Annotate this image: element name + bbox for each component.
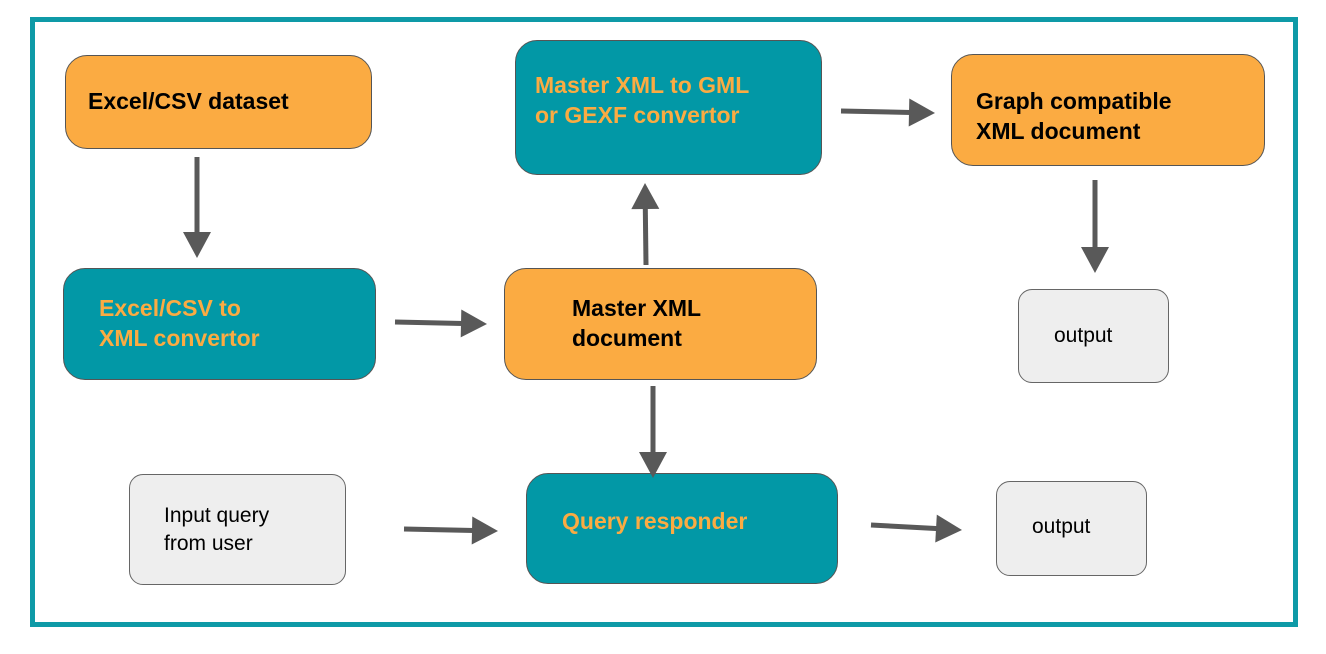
graph-output-label: output bbox=[1054, 324, 1113, 348]
master-xml-to-gml-converter-label: Master XML to GML or GEXF convertor bbox=[535, 72, 750, 128]
query-output-label: output bbox=[1032, 515, 1091, 538]
excel-csv-dataset-node: Excel/CSV dataset bbox=[65, 55, 372, 149]
excel-csv-to-xml-converter-label: Excel/CSV to XML convertor bbox=[99, 295, 260, 351]
input-query-node: Input query from user bbox=[129, 474, 346, 585]
master-xml-document-label: Master XML document bbox=[572, 295, 702, 351]
excel-csv-dataset-label: Excel/CSV dataset bbox=[88, 88, 289, 115]
master-xml-document-node: Master XML document bbox=[504, 268, 817, 380]
graph-compatible-xml-document-node: Graph compatible XML document bbox=[951, 54, 1265, 166]
excel-csv-to-xml-converter-node: Excel/CSV to XML convertor bbox=[63, 268, 376, 380]
query-responder-node: Query responder bbox=[526, 473, 838, 584]
query-output-node: output bbox=[996, 481, 1147, 576]
input-query-label: Input query from user bbox=[164, 504, 270, 555]
query-responder-label: Query responder bbox=[562, 508, 748, 534]
master-xml-to-gml-converter-node: Master XML to GML or GEXF convertor bbox=[515, 40, 822, 175]
graph-compatible-xml-document-label: Graph compatible XML document bbox=[976, 88, 1172, 144]
graph-output-node: output bbox=[1018, 289, 1169, 383]
